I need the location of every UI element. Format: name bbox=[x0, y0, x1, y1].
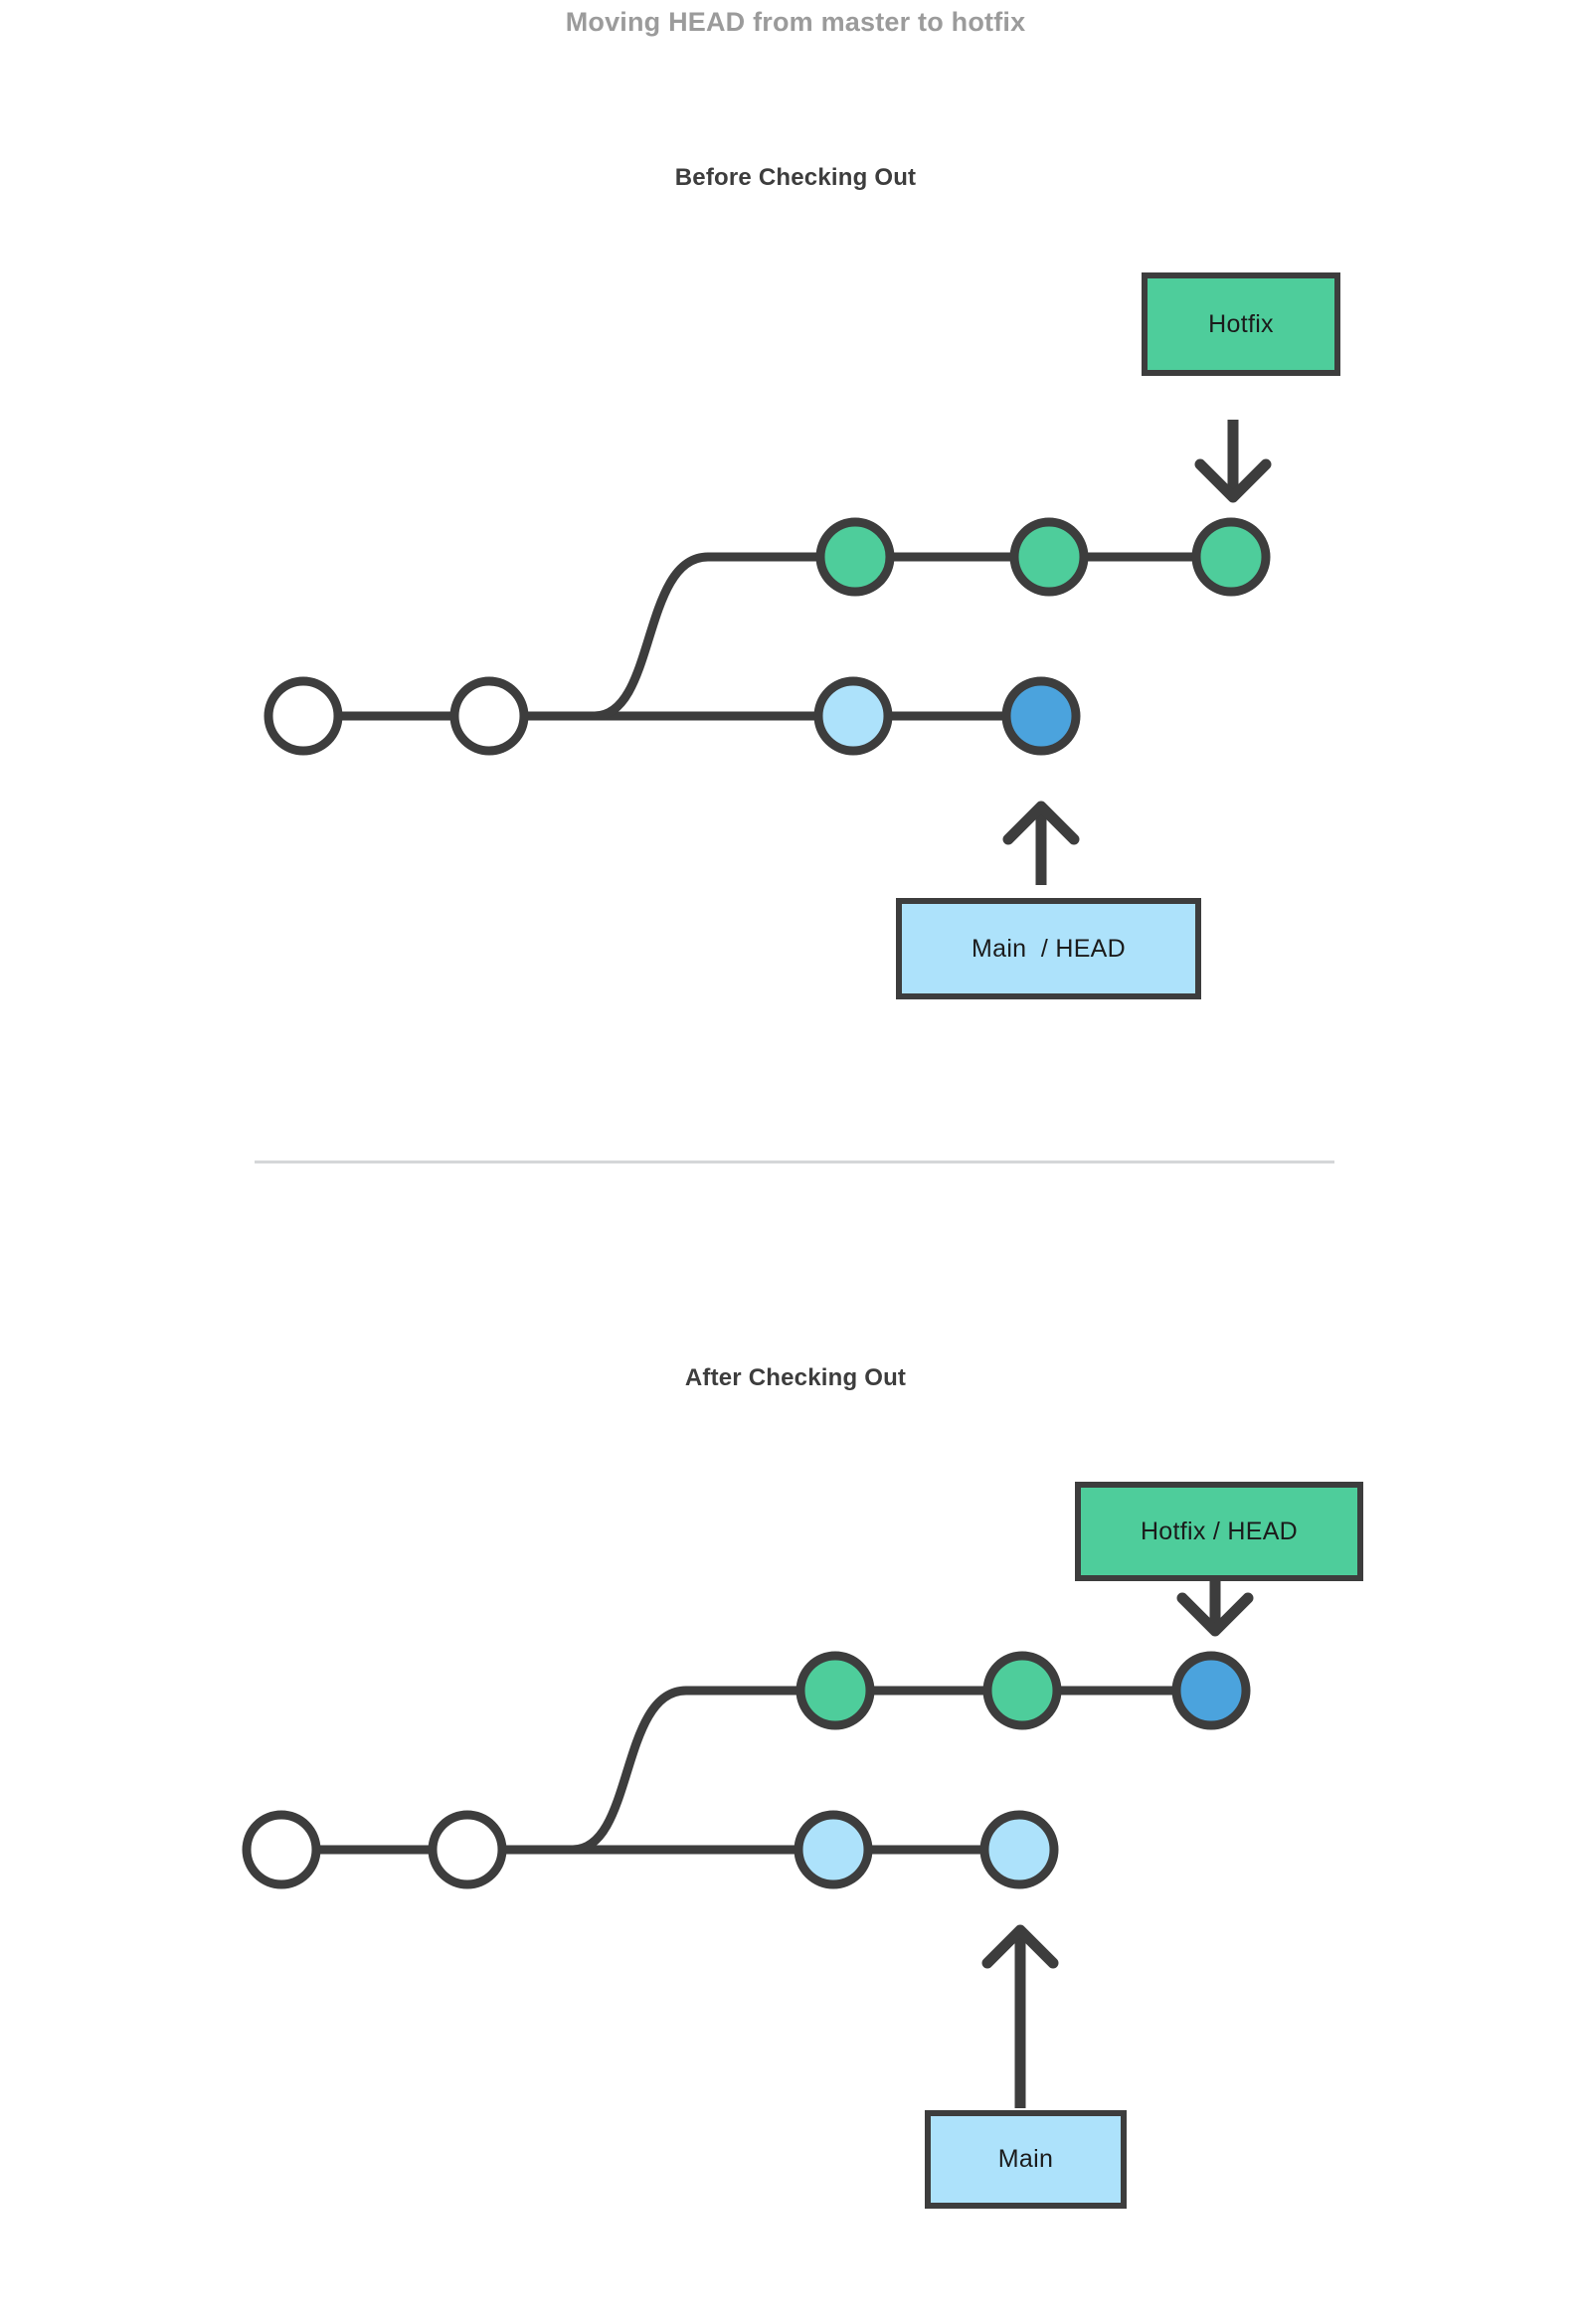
commit-node-hotfix-1 bbox=[1009, 517, 1089, 597]
section-heading-before: Before Checking Out bbox=[674, 164, 917, 191]
section-heading-after: After Checking Out bbox=[684, 1364, 907, 1391]
branch-label-main-head[interactable]: Main / HEAD bbox=[896, 898, 1201, 999]
commit-node-main-3 bbox=[979, 1810, 1059, 1889]
commit-node-hotfix-0 bbox=[796, 1651, 875, 1730]
branch-label-hotfix-head[interactable]: Hotfix / HEAD bbox=[1075, 1482, 1363, 1581]
page-title: Moving HEAD from master to hotfix bbox=[565, 7, 1026, 37]
commit-node-hotfix-1 bbox=[982, 1651, 1062, 1730]
branch-label-hotfix-before[interactable]: Hotfix bbox=[1142, 272, 1340, 376]
commit-node-main-2 bbox=[813, 676, 893, 756]
commit-graph-before bbox=[264, 420, 1272, 885]
branch-curve bbox=[568, 1686, 840, 1855]
main-up-arrow bbox=[1002, 801, 1080, 885]
main-up-arrow bbox=[981, 1924, 1059, 2108]
commit-node-main-1 bbox=[428, 1810, 507, 1889]
commit-node-main-2 bbox=[794, 1810, 873, 1889]
branch-label-main-after[interactable]: Main bbox=[925, 2110, 1127, 2209]
commit-node-hotfix-2-head bbox=[1171, 1651, 1251, 1730]
commit-node-main-0 bbox=[242, 1810, 321, 1889]
commit-node-main-1 bbox=[449, 676, 529, 756]
commit-node-main-3-head bbox=[1001, 676, 1081, 756]
hotfix-down-arrow bbox=[1194, 420, 1272, 503]
commit-node-hotfix-0 bbox=[815, 517, 895, 597]
commit-node-main-0 bbox=[264, 676, 343, 756]
branch-curve bbox=[590, 552, 860, 721]
commit-node-hotfix-2 bbox=[1191, 517, 1271, 597]
section-divider bbox=[255, 1161, 1334, 1163]
